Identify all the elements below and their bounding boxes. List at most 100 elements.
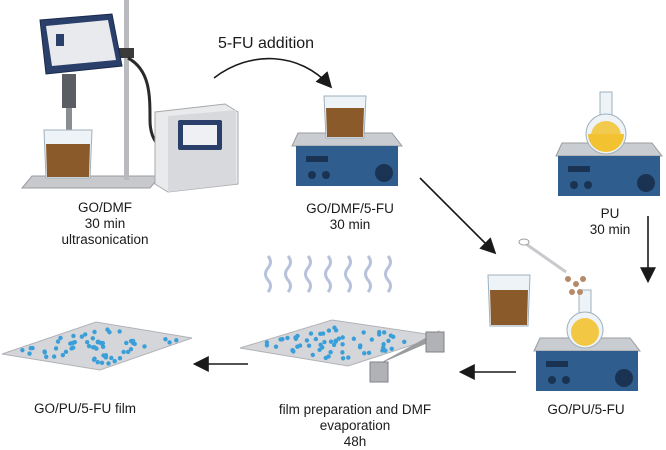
- particle: [386, 338, 391, 344]
- particle: [310, 352, 316, 358]
- particle: [377, 332, 382, 337]
- particle: [328, 350, 333, 355]
- label-pu: PU 30 min: [589, 206, 631, 237]
- particle: [369, 337, 375, 342]
- particle: [280, 336, 285, 342]
- particle: [121, 349, 126, 355]
- particle: [340, 350, 345, 355]
- particle: [63, 349, 69, 355]
- stirrer-3: [487, 238, 642, 391]
- particle: [92, 329, 97, 335]
- particle: [103, 355, 109, 360]
- particle: [84, 340, 90, 345]
- particle: [358, 343, 363, 348]
- particle: [318, 342, 323, 348]
- particle: [91, 357, 97, 362]
- particle: [326, 354, 331, 359]
- particle: [381, 330, 387, 335]
- particle: [167, 340, 172, 345]
- particle: [362, 351, 367, 356]
- stirrer-1: [291, 95, 404, 186]
- particle: [53, 346, 59, 351]
- particle: [79, 334, 85, 339]
- arrow-stir1-to-mix: [419, 177, 497, 255]
- particle: [291, 349, 296, 354]
- ultrasonicator: [20, 0, 171, 189]
- generator-box: [154, 103, 239, 193]
- particle: [317, 347, 322, 353]
- particle: [100, 340, 106, 346]
- particle: [383, 348, 388, 353]
- particle: [124, 340, 129, 346]
- particle: [320, 331, 326, 336]
- particle: [95, 359, 100, 365]
- particle: [174, 338, 179, 343]
- particle: [322, 339, 327, 345]
- particle: [391, 334, 396, 340]
- particle: [28, 345, 33, 351]
- label-film-prep: film preparation and DMF evaporation 48h: [278, 402, 432, 449]
- particle: [163, 336, 168, 342]
- particle: [340, 356, 346, 361]
- arrow-5fu-addition: [213, 57, 333, 89]
- particle: [402, 339, 407, 345]
- particle: [58, 335, 63, 341]
- particle: [42, 349, 47, 354]
- label-film: GO/PU/5-FU film: [33, 401, 136, 416]
- particle: [125, 349, 131, 355]
- particle: [117, 329, 122, 334]
- particle: [44, 354, 49, 360]
- particle: [27, 351, 32, 356]
- particle: [304, 338, 310, 343]
- particle: [326, 328, 332, 333]
- particle: [83, 332, 88, 337]
- label-sonication: GO/DMF 30 min ultrasonication: [61, 200, 149, 247]
- label-mix: GO/PU/5-FU: [547, 402, 625, 417]
- particle: [130, 340, 136, 346]
- particle: [90, 345, 96, 350]
- particle: [142, 344, 147, 349]
- final-film: [1, 321, 193, 371]
- particle: [128, 347, 134, 352]
- particle: [389, 346, 394, 351]
- particle: [285, 335, 290, 341]
- particle: [381, 342, 386, 347]
- particle: [51, 354, 57, 359]
- particle: [340, 335, 345, 340]
- particle: [293, 335, 298, 340]
- film-casting: [239, 255, 445, 383]
- particle: [94, 346, 99, 351]
- particle: [336, 336, 342, 341]
- particle: [69, 346, 74, 351]
- particle: [117, 356, 123, 361]
- label-stir1: GO/DMF/5-FU 30 min: [306, 201, 394, 232]
- particle: [71, 333, 76, 339]
- particle: [351, 336, 357, 341]
- particle: [264, 343, 270, 348]
- particle: [99, 360, 105, 366]
- particle: [313, 336, 319, 342]
- particle: [86, 344, 92, 349]
- particle: [107, 329, 112, 335]
- particle: [20, 347, 25, 353]
- particle: [308, 331, 314, 336]
- particle: [331, 342, 337, 348]
- particle: [106, 361, 111, 366]
- particle: [295, 344, 300, 349]
- particle: [328, 339, 334, 344]
- particle: [109, 355, 114, 361]
- stirrer-pu: [555, 91, 664, 196]
- vapor-lines: [264, 255, 392, 293]
- particle: [346, 355, 351, 360]
- addition-label: 5-FU addition: [218, 35, 315, 52]
- particle: [70, 340, 75, 346]
- particle: [332, 325, 337, 330]
- particle: [112, 359, 117, 364]
- particle: [273, 344, 279, 349]
- particle: [90, 336, 96, 341]
- particle: [55, 339, 61, 344]
- particle: [361, 330, 366, 335]
- particle: [306, 343, 312, 348]
- particle: [340, 342, 345, 347]
